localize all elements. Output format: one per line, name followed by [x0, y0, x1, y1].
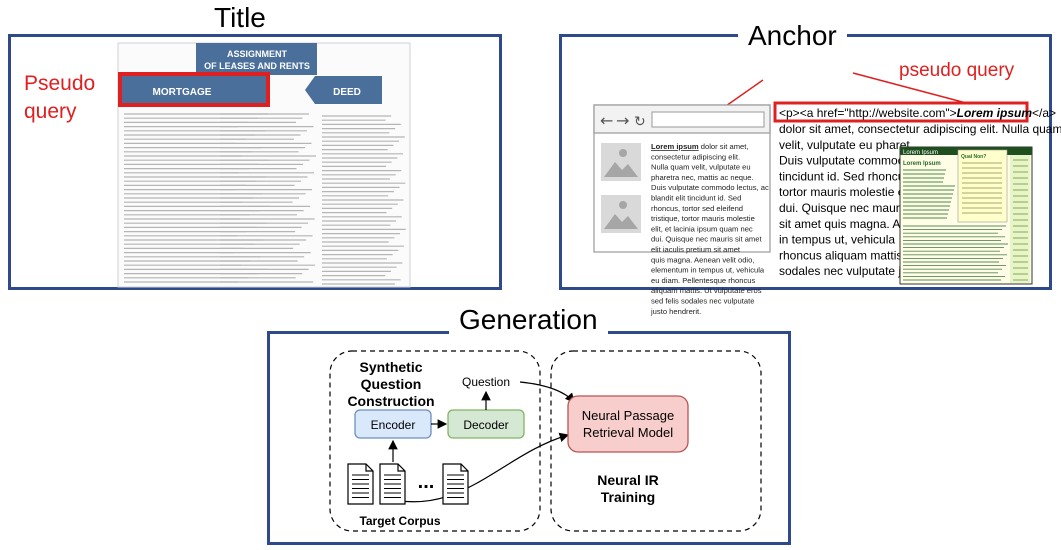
question-label: Question — [462, 375, 510, 389]
browser-back-icon: ← — [600, 111, 613, 130]
deed-tab — [305, 76, 382, 104]
npr-model-line2: Retrieval Model — [583, 425, 673, 440]
title-pseudo-query-label: Pseudo query — [24, 70, 95, 126]
corpus-to-npr-arrow — [381, 432, 570, 503]
anchor-pointer-line-right — [852, 72, 971, 105]
browser-paragraph-line: justo hendrerit. — [650, 307, 701, 316]
npr-model-line1: Neural Passage — [582, 408, 675, 423]
browser-paragraph-line: quis magna. Aenean velit odio, — [651, 255, 754, 264]
large-paragraph-line: dolor sit amet, consectetur adipiscing e… — [779, 122, 1061, 136]
large-paragraph-line: tincidunt id. Sed rhoncus, — [779, 169, 914, 183]
html-code-line: <p><a href="http://website.com">Lorem ip… — [779, 106, 1056, 120]
webpage-thumbnail-sidebar — [957, 149, 1008, 223]
browser-forward-icon: → — [616, 111, 629, 130]
browser-paragraph-line: sed felis sodales nec vulputate — [651, 297, 754, 306]
sqc-title-line3: Construction — [347, 393, 434, 409]
document-banner-line2: OF LEASES AND RENTS — [204, 61, 310, 71]
deed-label: DEED — [333, 87, 361, 98]
corpus-documents — [347, 463, 469, 505]
browser-paragraph-line: Nulla quam velit, vulputate eu — [651, 163, 751, 172]
browser-paragraph-line: rhoncus, tortor sed eleifend — [651, 204, 743, 213]
html-code-anchor-text: Lorem ipsum — [957, 106, 1033, 120]
sqc-title-line2: Question — [361, 376, 422, 392]
large-paragraph-line: tortor mauris molestie elit, — [779, 185, 916, 199]
large-paragraph-line: Duis vulputate commod — [779, 154, 904, 168]
browser-reload-icon: ↻ — [634, 114, 646, 130]
target-corpus-label: Target Corpus — [359, 514, 440, 528]
browser-paragraph-line: eu diam. Pellentesque rhoncus — [651, 276, 755, 285]
browser-paragraph-line: tristique, tortor mauris molestie — [651, 214, 755, 223]
image-placeholder-2-mountains — [604, 214, 638, 229]
document-banner — [196, 43, 317, 75]
large-paragraph-line: velit, vulputate eu pharet — [779, 138, 910, 152]
webpage-thumbnail-right-nav — [1010, 155, 1030, 283]
webpage-thumbnail-text — [903, 159, 1028, 281]
webpage-thumbnail-header-title: Lorem Ipsum — [903, 150, 938, 156]
browser-paragraph-line: Lorem ipsum dolor sit amet, — [651, 142, 749, 151]
browser-paragraph-line: pharetra nec, mattis ac neque. — [651, 173, 754, 182]
document-icon — [379, 463, 406, 505]
webpage-thumbnail-sidebar-heading: Qual Non? — [961, 154, 986, 160]
anchor-pseudo-query-label: pseudo query — [899, 60, 1015, 81]
large-paragraph-line: sit amet quis magna. Aen — [779, 217, 914, 231]
document-icon — [442, 463, 469, 505]
browser-paragraph-line: elit iaculis pretium sit amet — [651, 245, 741, 254]
document-icon — [347, 463, 374, 505]
browser-anchor-link[interactable]: Lorem ipsum — [651, 142, 699, 151]
browser-paragraph-line: Duis vulputate commodo lectus, ac — [651, 183, 769, 192]
decoder-label: Decoder — [463, 418, 508, 432]
mortgage-tab — [122, 75, 269, 105]
image-placeholder-1-mountains — [604, 162, 638, 177]
generation-panel-heading: Generation — [449, 305, 608, 335]
anchor-panel-heading: Anchor — [738, 21, 847, 51]
webpage-thumbnail-heading: Lorem Ipsum — [903, 161, 941, 167]
title-pseudo-query-line2: query — [24, 100, 77, 123]
browser-paragraph-line: aliquam mattis. Ut vulputate eros — [651, 286, 762, 295]
mortgage-label: MORTGAGE — [153, 87, 212, 98]
browser-paragraph-line: elementum in tempus ut, vehicula — [651, 266, 765, 275]
browser-paragraph-line: blandit elit tincidunt id. Sed — [651, 194, 741, 203]
large-paragraph-line: sodales nec vulputate just — [779, 264, 918, 278]
html-code-suffix: </a> — [1032, 106, 1056, 120]
browser-paragraph-line: consectetur adipiscing elit. — [651, 152, 740, 161]
nir-training-line2: Training — [601, 489, 655, 505]
nir-training-line1: Neural IR — [597, 472, 658, 488]
corpus-ellipsis: ... — [418, 471, 435, 493]
image-placeholder-1-sun — [619, 149, 627, 157]
title-panel-heading: Title — [204, 3, 276, 33]
browser-address-bar — [651, 111, 765, 128]
mortgage-highlight-box — [118, 72, 270, 107]
title-pseudo-query-line1: Pseudo — [24, 72, 96, 95]
npr-model-box — [567, 395, 689, 453]
html-code-highlight-box — [773, 101, 1029, 123]
large-paragraph-line: dui. Quisque nec mauris — [779, 201, 908, 215]
html-code-prefix: <p><a href="http://website.com"> — [779, 106, 957, 120]
question-to-npr-arrow — [519, 381, 575, 403]
sqc-title-line1: Synthetic — [359, 359, 422, 375]
large-paragraph-line: rhoncus aliquam mattis. — [779, 248, 906, 262]
sqc-dashed-box — [329, 350, 541, 532]
image-placeholder-2-sun — [619, 201, 627, 209]
browser-paragraph-line: elit, et lacinia ipsum quam nec — [651, 224, 753, 233]
browser-paragraph: Lorem ipsum dolor sit amet,consectetur a… — [650, 142, 769, 316]
encoder-label: Encoder — [371, 418, 416, 432]
large-paragraph-line: in tempus ut, vehicula — [779, 233, 895, 247]
document-banner-line1: ASSIGNMENT — [227, 49, 288, 59]
document-text-lines — [124, 113, 406, 285]
browser-paragraph-line: dui. Quisque nec mauris sit amet — [651, 235, 762, 244]
large-paragraph: dolor sit amet, consectetur adipiscing e… — [779, 122, 1061, 278]
